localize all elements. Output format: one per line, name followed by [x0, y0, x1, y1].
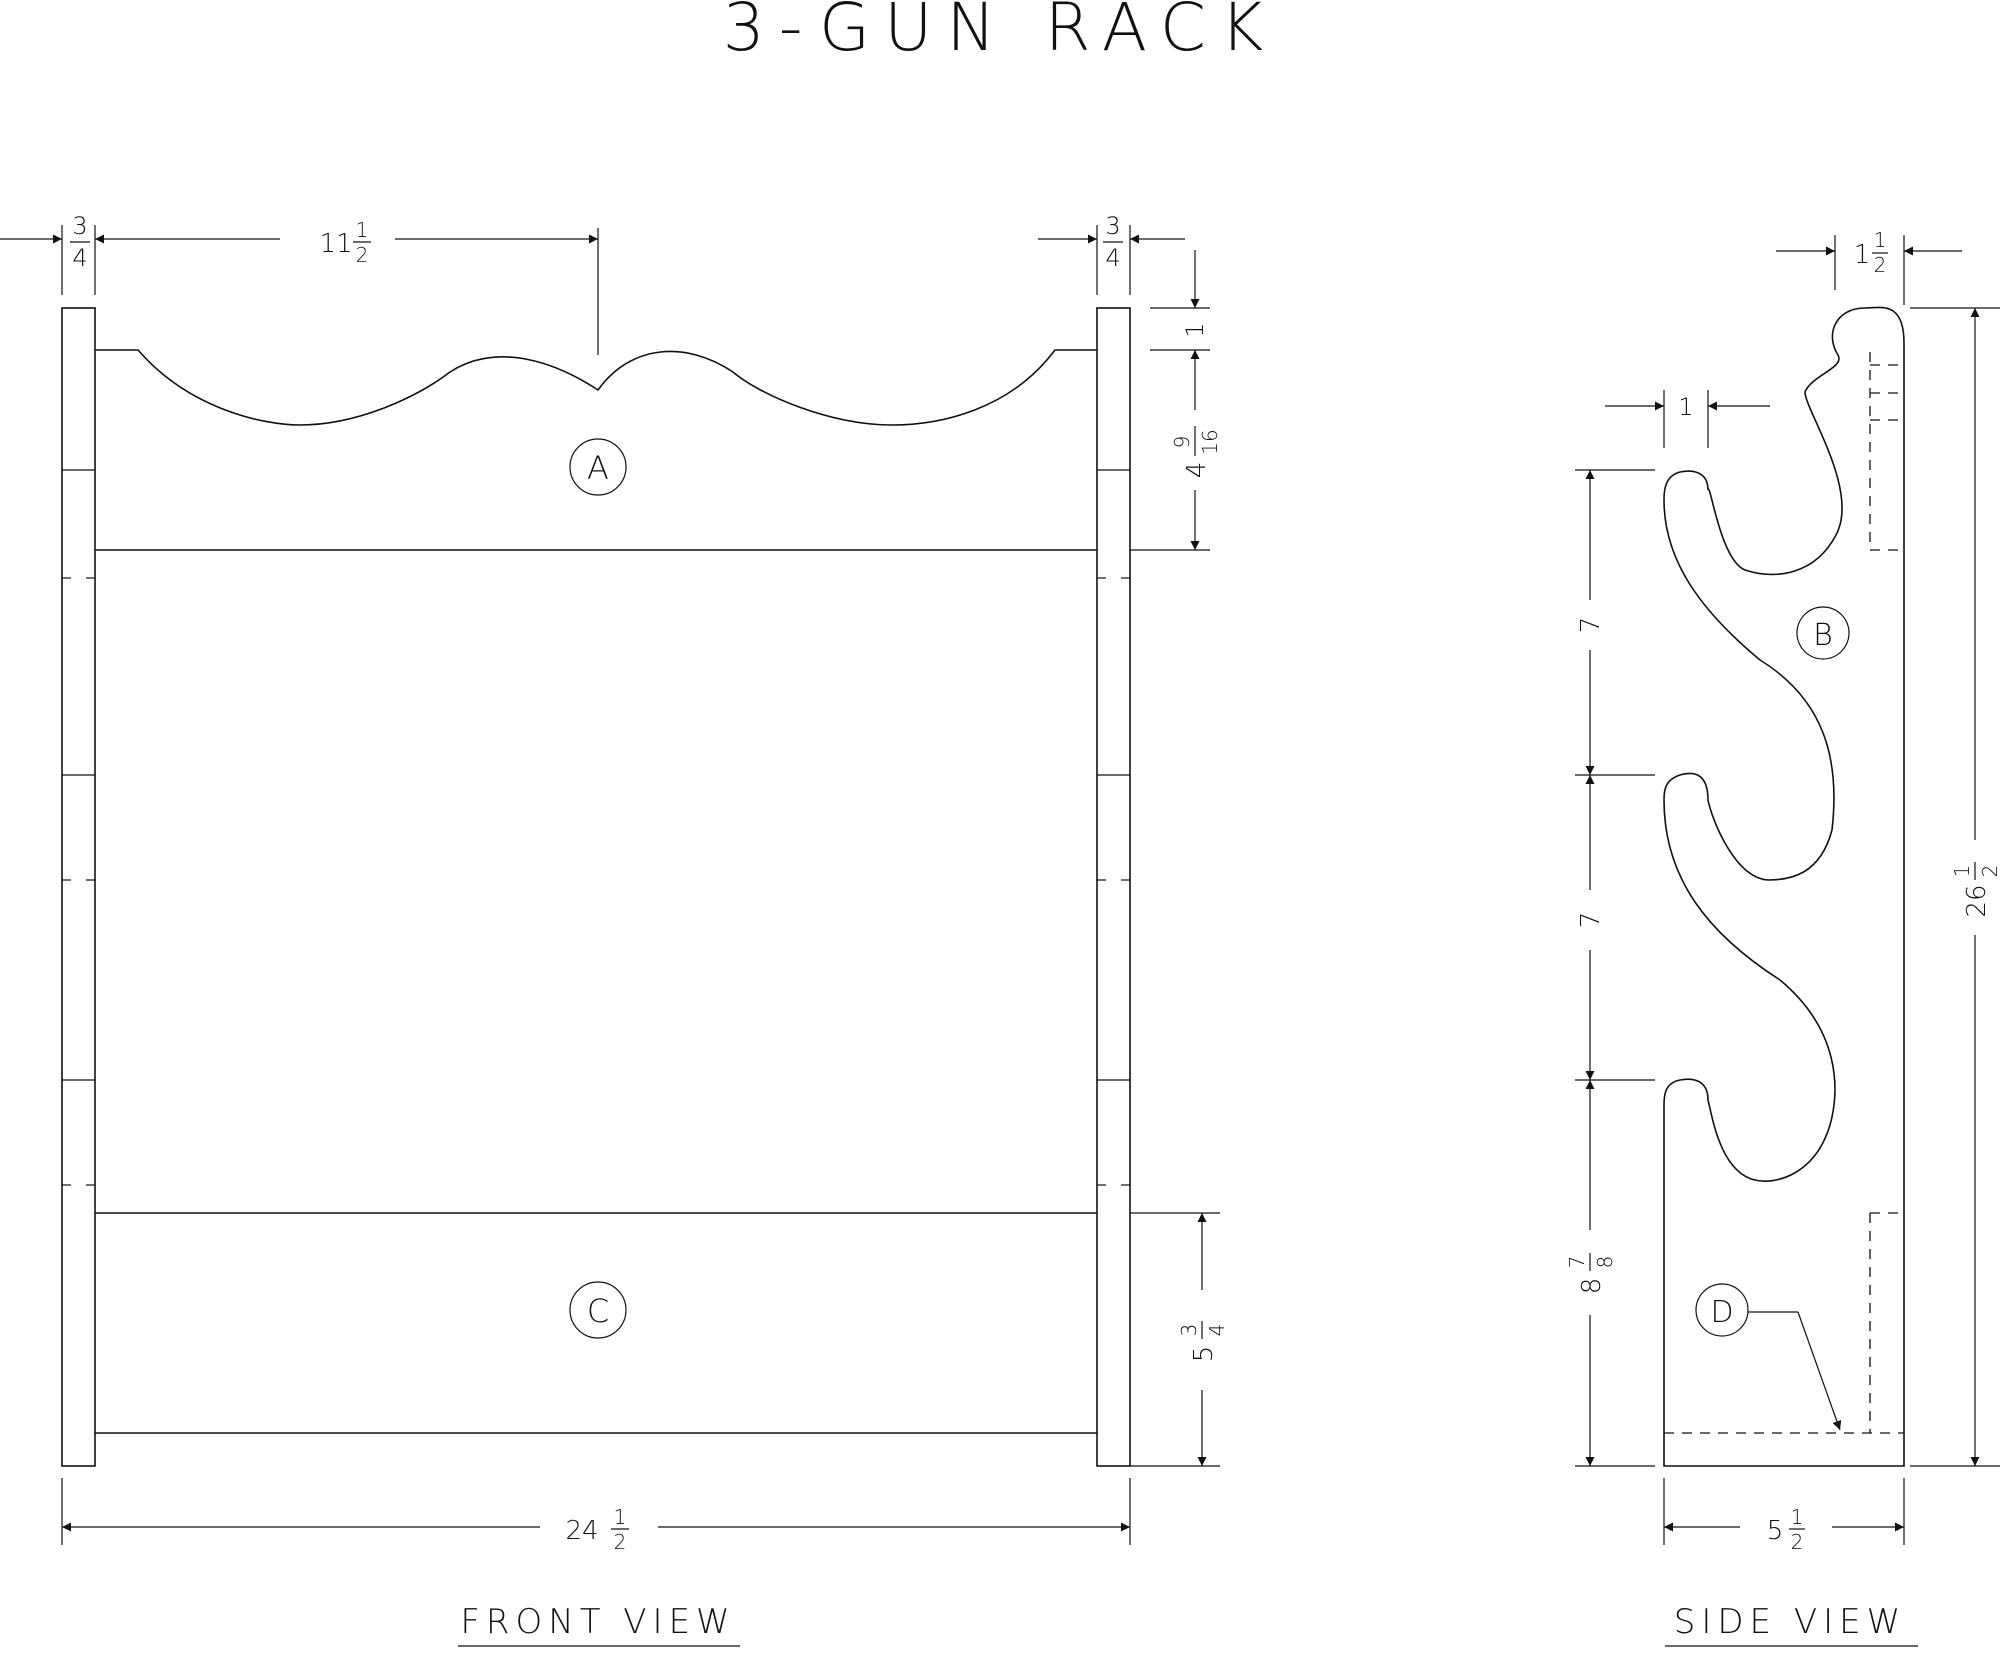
svg-text:8: 8: [1577, 1278, 1607, 1295]
svg-text:5: 5: [1189, 1346, 1219, 1363]
dim-front-half-width: 11 1 2: [319, 218, 599, 355]
svg-text:4: 4: [1182, 462, 1212, 479]
front-view-label: FRONT VIEW: [460, 1602, 735, 1642]
leader-d: [1748, 1311, 1842, 1431]
front-side-notch-marks: [62, 469, 1130, 1081]
svg-text:C: C: [587, 1292, 609, 1330]
svg-text:2: 2: [1791, 1530, 1804, 1554]
svg-text:5: 5: [1767, 1516, 1784, 1546]
front-top-board-outline: [95, 349, 1097, 426]
svg-text:3: 3: [1105, 212, 1120, 240]
dim-front-top-offset: 1: [1150, 250, 1210, 351]
svg-text:1: 1: [1678, 393, 1693, 421]
dim-side-spacing-lower: 7: [1576, 912, 1606, 929]
dim-side-overall-height: 26 1 2: [1910, 307, 2000, 1467]
dim-side-back-thickness: 1 1 2: [1776, 228, 1962, 305]
dim-front-left-thickness: 3 4: [0, 212, 280, 295]
svg-text:1: 1: [356, 218, 369, 242]
svg-text:1: 1: [1181, 322, 1209, 337]
front-left-side-board: [61, 307, 96, 1467]
svg-text:1: 1: [1950, 865, 1974, 878]
svg-text:1: 1: [1854, 240, 1871, 270]
front-right-side-board: [1096, 307, 1131, 1467]
svg-text:4: 4: [72, 244, 87, 272]
part-label-c: C: [569, 1281, 627, 1339]
svg-text:3: 3: [1177, 1324, 1201, 1337]
svg-text:16: 16: [1198, 429, 1222, 454]
svg-text:4: 4: [1205, 1324, 1229, 1337]
svg-text:2: 2: [614, 1530, 627, 1554]
svg-text:11: 11: [319, 229, 352, 259]
svg-text:7: 7: [1565, 1256, 1589, 1269]
svg-text:9: 9: [1170, 436, 1194, 449]
svg-text:1: 1: [1791, 1505, 1804, 1529]
svg-text:2: 2: [356, 243, 369, 267]
side-hidden-lines: [1664, 352, 1904, 1434]
part-label-b: B: [1796, 606, 1850, 660]
part-label-d: D: [1695, 1283, 1749, 1337]
side-view: B D 1 1 2 1: [1565, 228, 2000, 1647]
dim-front-overall-width: 24 1 2: [61, 1478, 1131, 1554]
dim-side-depth: 5 1 2: [1663, 1478, 1905, 1554]
dim-front-right-thickness: 3 4: [1038, 212, 1185, 295]
svg-text:26: 26: [1962, 884, 1992, 917]
drawing-title: 3-GUN RACK: [723, 0, 1278, 66]
front-view: A C 3 4 11 1 2: [0, 212, 1229, 1647]
svg-text:B: B: [1813, 618, 1833, 653]
svg-text:24: 24: [565, 1516, 598, 1546]
svg-text:1: 1: [1874, 228, 1887, 252]
svg-text:8: 8: [1593, 1256, 1617, 1269]
svg-text:4: 4: [1105, 244, 1120, 272]
part-label-a: A: [569, 438, 627, 496]
svg-text:3: 3: [72, 212, 87, 240]
dim-front-top-board-height: 4 9 16: [1130, 350, 1222, 551]
dim-side-spacing-upper: 7: [1576, 617, 1606, 634]
svg-text:2: 2: [1874, 253, 1887, 277]
side-rack-outline: [1663, 306, 1905, 1467]
dim-side-front-lip: 1: [1605, 390, 1770, 448]
dim-side-spacing: 7 7 8 7 8: [1565, 469, 1655, 1467]
svg-text:A: A: [587, 449, 609, 487]
svg-text:1: 1: [614, 1505, 627, 1529]
svg-text:2: 2: [1978, 865, 2000, 878]
side-view-label: SIDE VIEW: [1674, 1602, 1906, 1642]
dim-side-bottom-height: 8 7 8: [1565, 1253, 1617, 1294]
front-side-hidden-marks: [62, 577, 1130, 1186]
svg-text:D: D: [1710, 1295, 1733, 1330]
dim-front-bottom-board-height: 5 3 4: [1130, 1212, 1229, 1467]
